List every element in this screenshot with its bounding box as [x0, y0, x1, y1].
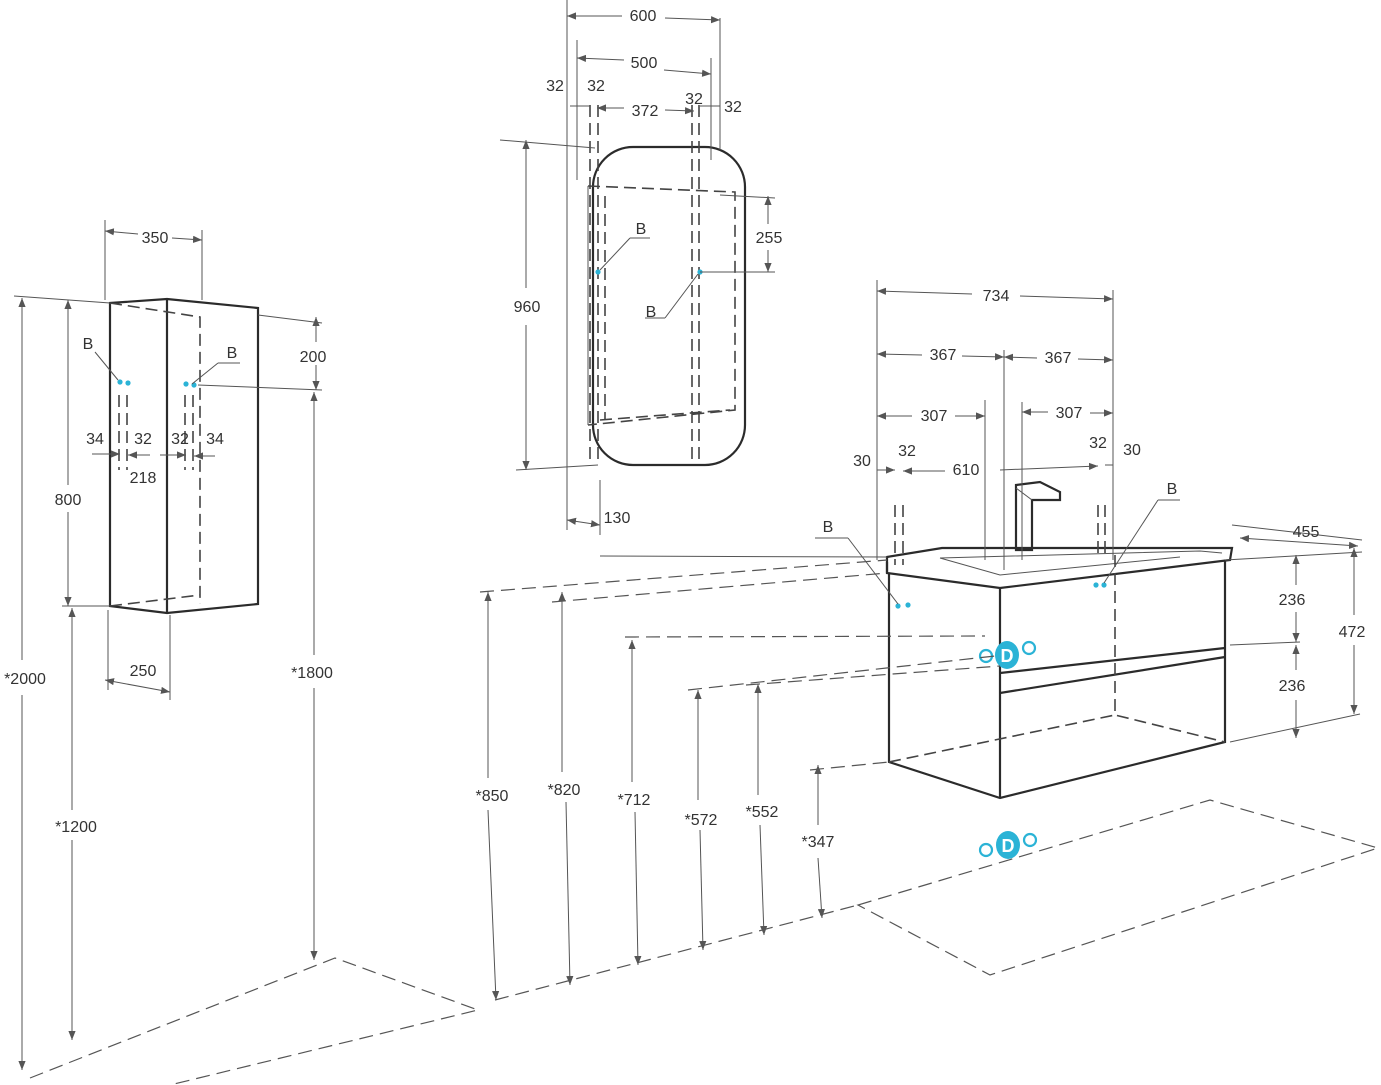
- dim-mirror-32-inner-right: 32: [685, 91, 703, 108]
- dim-cabinet-250: 250: [130, 663, 157, 680]
- dim-cabinet-32-left: 32: [134, 431, 152, 448]
- connector-wall: D: [978, 640, 1037, 669]
- dim-vanity-367-right: 367: [1045, 350, 1072, 367]
- dim-cabinet-1200: *1200: [55, 819, 97, 836]
- dim-mirror-130: 130: [604, 510, 631, 527]
- wall-floor-line: [494, 904, 859, 1001]
- dim-vanity-32-left: 32: [898, 443, 916, 460]
- mirror: [587, 105, 747, 467]
- dim-cabinet-34-left: 34: [86, 431, 104, 448]
- label-b-mirror-1: B: [636, 221, 647, 238]
- dim-vanity-455: 455: [1293, 524, 1320, 541]
- dim-cabinet-1800: *1800: [291, 665, 333, 682]
- dim-vanity-307-left: 307: [921, 408, 948, 425]
- vanity-dimensions: 734 367 367 307 307 30 32 610 32 30 455: [476, 280, 1366, 1001]
- dim-vanity-472: 472: [1339, 624, 1366, 641]
- dim-mirror-32-outer-left: 32: [546, 78, 564, 95]
- floor-plane-left: [29, 957, 481, 1085]
- dim-mirror-372: 372: [632, 103, 659, 120]
- label-b-cabinet-2: B: [227, 345, 238, 362]
- dim-vanity-236-top: 236: [1279, 592, 1306, 609]
- dim-cabinet-218: 218: [130, 470, 157, 487]
- dim-vanity-610: 610: [953, 462, 980, 479]
- cabinet-dimensions: 350 200 34 32 32 34 218 800 250 *2000: [4, 220, 333, 1070]
- dim-cabinet-34-right: 34: [206, 431, 224, 448]
- dim-mirror-600: 600: [630, 8, 657, 25]
- dim-vanity-552: *552: [746, 804, 779, 821]
- dim-vanity-572: *572: [685, 812, 718, 829]
- dim-cabinet-350: 350: [142, 230, 169, 247]
- dim-cabinet-800: 800: [55, 492, 82, 509]
- dim-cabinet-2000: *2000: [4, 671, 46, 688]
- dim-vanity-734: 734: [983, 288, 1010, 305]
- dim-mirror-32-inner-left: 32: [587, 78, 605, 95]
- dim-vanity-30-right: 30: [1123, 442, 1141, 459]
- dim-vanity-347: *347: [802, 834, 835, 851]
- dim-vanity-820: *820: [548, 782, 581, 799]
- dim-mirror-255: 255: [756, 230, 783, 247]
- dim-mirror-960: 960: [514, 299, 541, 316]
- mirror-dimensions: 600 500 372 32 32 32 32 960 255 130: [499, 0, 783, 535]
- dim-vanity-307-right: 307: [1056, 405, 1083, 422]
- connector-floor: D: [978, 831, 1038, 859]
- dim-vanity-850: *850: [476, 788, 509, 805]
- label-b-vanity-1: B: [823, 519, 834, 536]
- dim-vanity-712: *712: [618, 792, 651, 809]
- label-b-mirror-2: B: [646, 304, 657, 321]
- connector-wall-letter: D: [1001, 646, 1014, 666]
- dim-vanity-236-bottom: 236: [1279, 678, 1306, 695]
- dim-cabinet-200: 200: [300, 349, 327, 366]
- label-b-cabinet-1: B: [83, 336, 94, 353]
- dim-vanity-367-left: 367: [930, 347, 957, 364]
- floor-plane-right: [856, 799, 1381, 976]
- dim-cabinet-32-right: 32: [171, 431, 189, 448]
- vanity: [599, 480, 1234, 800]
- dim-mirror-32-outer-right: 32: [724, 99, 742, 116]
- label-b-vanity-2: B: [1167, 481, 1178, 498]
- dim-vanity-30-left: 30: [853, 453, 871, 470]
- dim-mirror-500: 500: [631, 55, 658, 72]
- connector-floor-letter: D: [1002, 836, 1015, 856]
- dim-vanity-32-right: 32: [1089, 435, 1107, 452]
